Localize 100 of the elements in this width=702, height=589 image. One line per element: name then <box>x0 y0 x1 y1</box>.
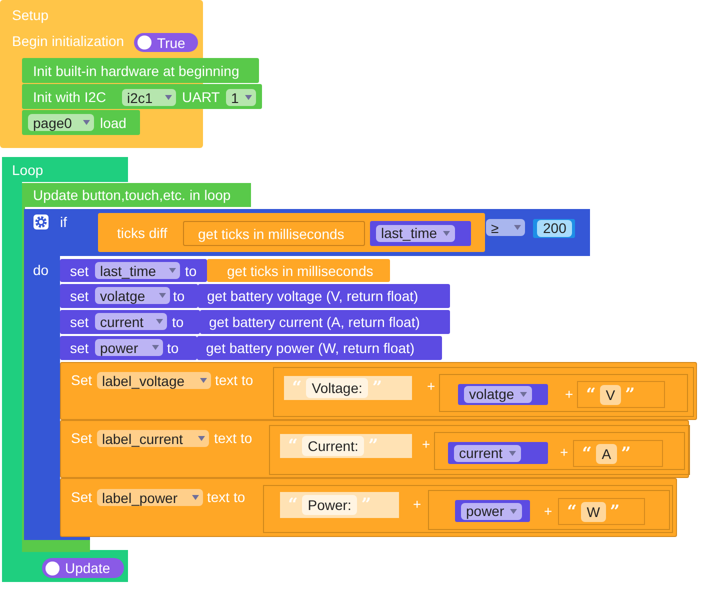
text-block <box>558 498 645 525</box>
block-label: text to <box>214 429 252 447</box>
text-block <box>280 492 399 518</box>
quote-mark: “ <box>567 502 577 520</box>
quote-mark: ” <box>368 437 378 455</box>
join-block <box>439 374 688 412</box>
block-label: get ticks in milliseconds <box>227 262 374 280</box>
block-label: Set <box>71 371 92 389</box>
code-block <box>183 221 365 246</box>
block-label: Set <box>71 429 92 447</box>
variable-block <box>455 500 530 522</box>
dropdown: power <box>95 339 163 356</box>
toggle-switch: Update <box>42 558 124 578</box>
variable-block <box>448 442 548 464</box>
dropdown: current <box>95 313 167 330</box>
variable-dropdown: volatge <box>464 386 532 403</box>
block-label: text to <box>215 371 254 389</box>
quote-mark: “ <box>288 496 298 514</box>
code-block <box>60 420 689 478</box>
block-label: Init with I2C <box>33 88 106 106</box>
code-block <box>200 310 450 334</box>
code-block <box>22 110 140 135</box>
block-label: Setup <box>12 6 49 24</box>
dropdown: ≥ <box>486 219 525 236</box>
text-field: Voltage: <box>306 378 368 398</box>
code-block <box>60 310 200 334</box>
text-block <box>280 434 412 458</box>
text-field: A <box>596 444 618 464</box>
dropdown: volatge <box>95 287 170 304</box>
block-label: ticks diff <box>117 224 168 242</box>
text-field: Current: <box>302 436 364 456</box>
quote-mark: ” <box>621 444 631 462</box>
number-block <box>533 219 575 238</box>
block-label: to <box>167 339 179 357</box>
block-label: + <box>560 443 568 461</box>
block-label: UART <box>182 88 220 106</box>
join-block <box>273 367 694 417</box>
quote-mark: ” <box>372 379 382 397</box>
code-block <box>60 336 197 360</box>
text-field: Power: <box>302 495 358 515</box>
block-label: get ticks in milliseconds <box>198 224 344 242</box>
block-label: set <box>70 313 89 331</box>
block-label: get battery current (A, return float) <box>209 313 420 331</box>
variable-dropdown: current <box>454 444 521 462</box>
block-label: + <box>565 385 574 403</box>
quote-mark: “ <box>582 444 592 462</box>
quote-mark: “ <box>292 379 302 397</box>
code-block <box>60 284 198 308</box>
join-block <box>428 490 670 530</box>
code-block <box>60 259 207 282</box>
code-block <box>22 58 259 83</box>
block-label: set <box>70 339 89 357</box>
block-label: set <box>70 262 89 280</box>
quote-mark: ” <box>361 496 372 514</box>
block-label: set <box>70 287 89 305</box>
block-label: to <box>185 262 197 280</box>
variable-dropdown: power <box>461 502 522 520</box>
dropdown: i2c1 <box>122 89 176 106</box>
code-block <box>98 213 485 252</box>
variable-block <box>370 221 471 246</box>
dropdown: page0 <box>28 114 94 131</box>
text-block <box>577 381 665 408</box>
code-block <box>198 284 450 308</box>
block-label: load <box>100 114 126 132</box>
join-block <box>434 432 685 470</box>
quote-mark: ” <box>610 502 620 520</box>
dropdown: label_current <box>97 430 209 447</box>
dropdown: label_power <box>97 489 203 506</box>
block-label: Set <box>71 488 92 506</box>
variable-dropdown: last_time <box>376 225 456 242</box>
text-field: V <box>600 384 622 404</box>
block-label: + <box>422 435 430 453</box>
variable-block <box>458 384 548 405</box>
text-field: W <box>580 502 606 522</box>
block-label: + <box>413 495 422 513</box>
toggle-switch: True <box>134 33 198 52</box>
block-label: to <box>172 313 184 331</box>
join-block <box>263 485 673 533</box>
block-label: to <box>173 287 185 305</box>
dropdown: label_voltage <box>97 372 211 389</box>
text-block <box>284 376 412 400</box>
block-label: Begin initialization <box>12 32 124 50</box>
quote-mark: “ <box>586 386 596 404</box>
block-label: Init built-in hardware at beginning <box>33 62 240 80</box>
block-label: + <box>544 502 552 520</box>
text-block <box>573 440 663 467</box>
quote-mark: ” <box>625 386 635 404</box>
quote-mark: “ <box>288 437 298 455</box>
code-block <box>207 259 390 282</box>
block-label: Loop <box>12 161 44 179</box>
dropdown: last_time <box>95 262 180 279</box>
code-block <box>60 362 697 420</box>
block-label: do <box>33 261 49 279</box>
block-label: text to <box>207 488 246 506</box>
block-label: if <box>60 213 67 231</box>
block-label: + <box>427 377 436 395</box>
code-block <box>197 336 442 360</box>
block-label: get battery power (W, return float) <box>206 339 415 357</box>
block-label: Update button,touch,etc. in loop <box>33 186 231 204</box>
join-block <box>269 425 690 475</box>
